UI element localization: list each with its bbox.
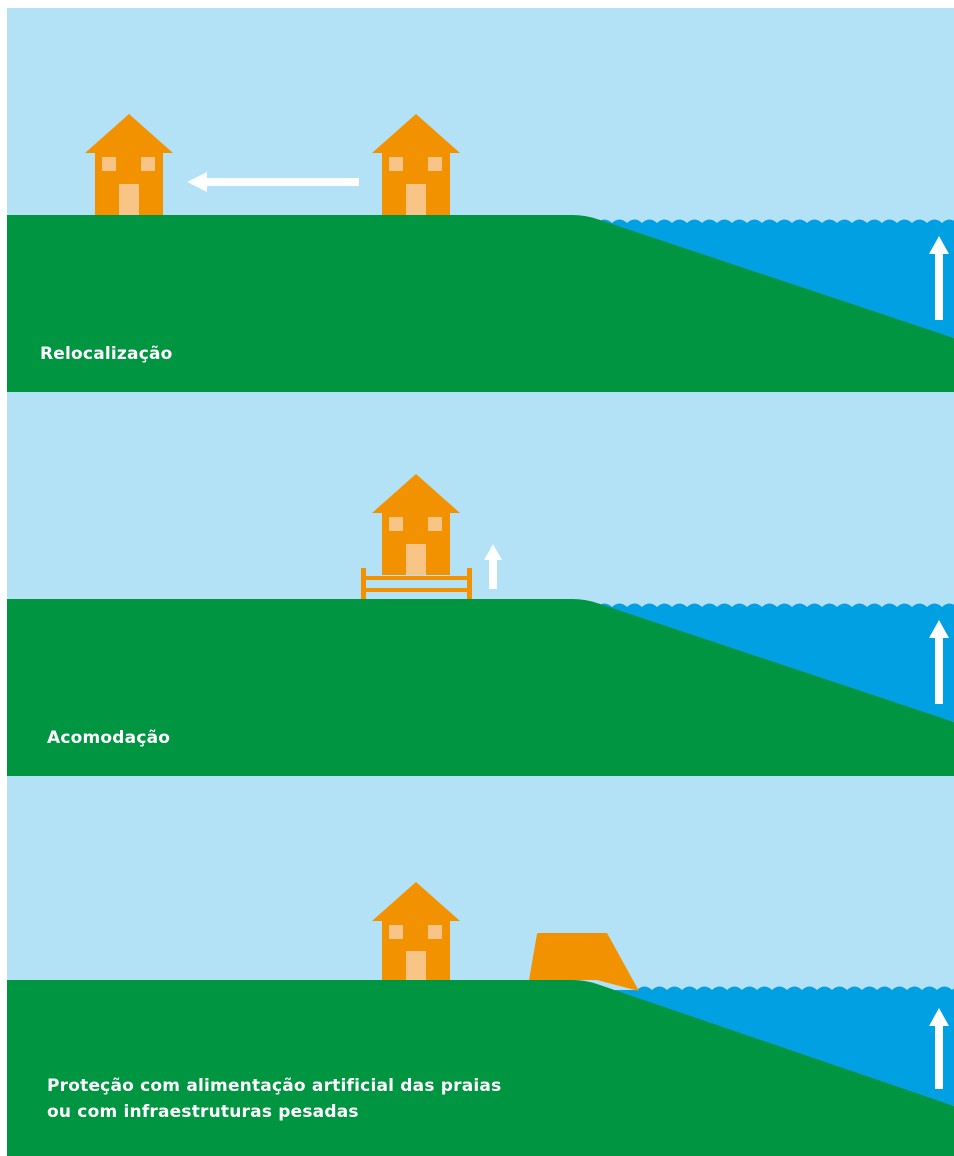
protection-scene — [7, 776, 954, 1156]
seawall — [529, 933, 639, 991]
house — [372, 882, 460, 980]
house-on-stilts — [361, 474, 472, 599]
caption-protection-line2: ou com infraestruturas pesadas — [47, 1102, 359, 1122]
waves — [637, 986, 954, 995]
land — [7, 980, 954, 1156]
relocation-scene — [7, 8, 954, 392]
accommodation-scene — [7, 392, 954, 776]
waves — [597, 219, 954, 228]
caption-protection: Proteção com alimentação artificial das … — [47, 1073, 501, 1125]
house-original — [372, 114, 460, 215]
land — [7, 599, 954, 776]
sea-level-arrow-icon — [929, 1008, 949, 1089]
panel-protection: Proteção com alimentação artificial das … — [7, 776, 954, 1156]
panel-accommodation: Acomodação — [7, 392, 954, 776]
house-relocated — [85, 114, 173, 215]
caption-relocation: Relocalização — [40, 344, 173, 364]
waves — [597, 603, 954, 612]
sea-level-arrow-icon — [929, 620, 949, 704]
land — [7, 215, 954, 392]
panel-relocation: Relocalização — [7, 8, 954, 392]
caption-protection-line1: Proteção com alimentação artificial das … — [47, 1076, 502, 1096]
relocation-arrow-icon — [187, 172, 359, 192]
caption-accommodation: Acomodação — [47, 728, 171, 748]
sea-level-arrow-icon — [929, 236, 949, 320]
raise-arrow-icon — [484, 544, 502, 589]
